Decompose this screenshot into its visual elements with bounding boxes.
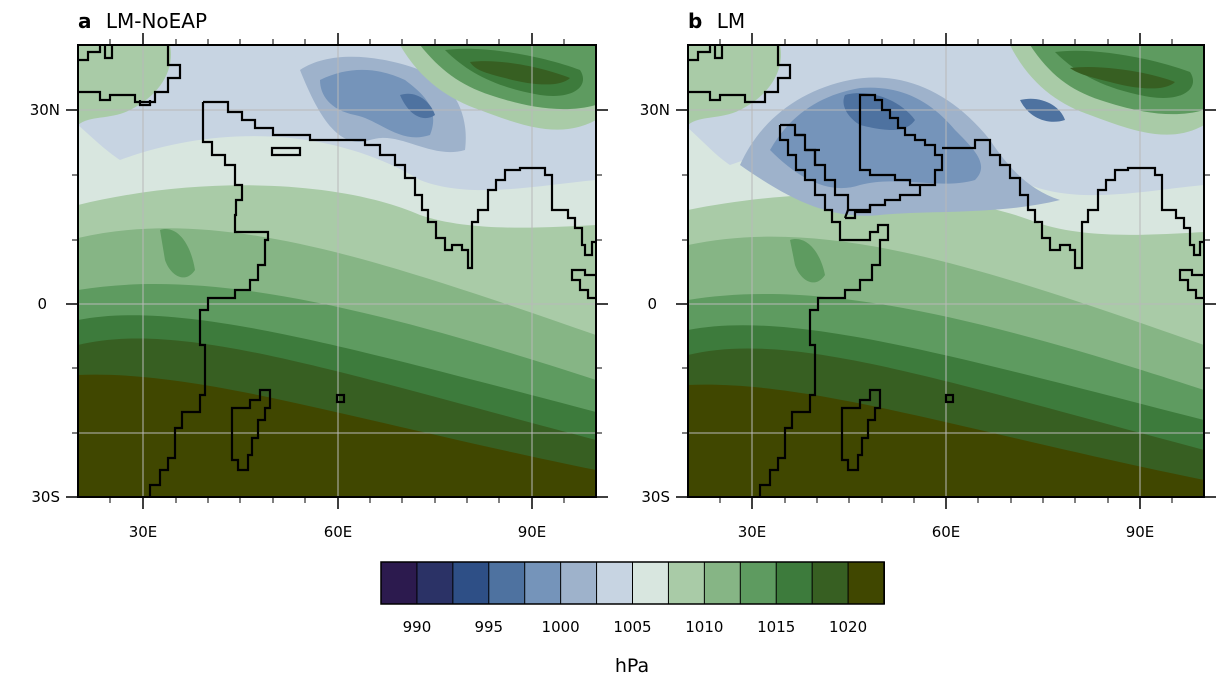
colorbar-labels: 990 995 1000 1005 1010 1015 1020	[403, 618, 868, 636]
colorbar-swatch	[452, 561, 490, 605]
colorbar: 990 995 1000 1005 1010 1015 1020 hPa	[380, 561, 886, 677]
colorbar-label: 1010	[685, 618, 723, 636]
colorbar-swatch	[416, 561, 454, 605]
colorbar-swatch	[847, 561, 886, 605]
panel-b-xtick-label: 60E	[932, 523, 961, 541]
colorbar-label: 990	[403, 618, 432, 636]
colorbar-frame	[380, 561, 885, 605]
colorbar-swatch	[596, 561, 634, 605]
panel-b-coastline	[688, 45, 1204, 497]
panel-b-minor-ticks	[682, 39, 1210, 503]
colorbar-swatch	[739, 561, 778, 605]
colorbar-swatch	[667, 561, 706, 605]
colorbar-label: 995	[474, 618, 503, 636]
colorbar-swatch	[524, 561, 562, 605]
panel-a-coastline	[78, 45, 596, 497]
panel-b-ytick-label: 0	[647, 295, 657, 313]
colorbar-swatch	[560, 561, 598, 605]
colorbar-swatch	[811, 561, 850, 605]
panel-a-minor-ticks	[72, 39, 602, 503]
panel-a-letter: a	[78, 9, 92, 33]
panel-a-ticks	[66, 33, 608, 509]
panel-b-xtick-label: 90E	[1126, 523, 1155, 541]
panel-a-xtick-label: 90E	[518, 523, 547, 541]
panel-a-name: LM-NoEAP	[106, 9, 207, 33]
panel-a-ytick-label: 0	[37, 295, 47, 313]
panel-a-frame	[77, 44, 597, 498]
panel-a-pressure-field	[78, 45, 596, 497]
panel-b-xtick-label: 30E	[738, 523, 767, 541]
panel-b-name: LM	[717, 9, 745, 33]
colorbar-swatch	[632, 561, 670, 605]
colorbar-label: 1000	[542, 618, 580, 636]
panel-a-ytick-label: 30N	[30, 101, 60, 119]
panel-a-xtick-label: 30E	[129, 523, 158, 541]
colorbar-label: 1005	[613, 618, 651, 636]
colorbar-swatch	[380, 561, 418, 605]
panel-a-ytick-label: 30S	[31, 488, 60, 506]
panel-a-graticule	[78, 45, 596, 497]
panel-b: b LM	[640, 9, 1216, 541]
colorbar-label: 1015	[757, 618, 795, 636]
panel-b-ticks	[676, 33, 1216, 509]
colorbar-swatch	[488, 561, 526, 605]
colorbar-swatch	[775, 561, 814, 605]
panel-b-ytick-label: 30N	[640, 101, 670, 119]
colorbar-swatch	[703, 561, 742, 605]
panel-a: a LM-NoEAP	[30, 9, 608, 541]
colorbar-swatches	[380, 561, 886, 605]
panel-a-xtick-label: 60E	[324, 523, 353, 541]
colorbar-label: 1020	[829, 618, 867, 636]
panel-b-graticule	[688, 45, 1204, 497]
panel-b-ytick-label: 30S	[641, 488, 670, 506]
panel-a-title: a LM-NoEAP	[78, 9, 207, 33]
colorbar-unit: hPa	[615, 655, 649, 677]
panel-b-title: b LM	[688, 9, 745, 33]
panel-b-letter: b	[688, 9, 702, 33]
